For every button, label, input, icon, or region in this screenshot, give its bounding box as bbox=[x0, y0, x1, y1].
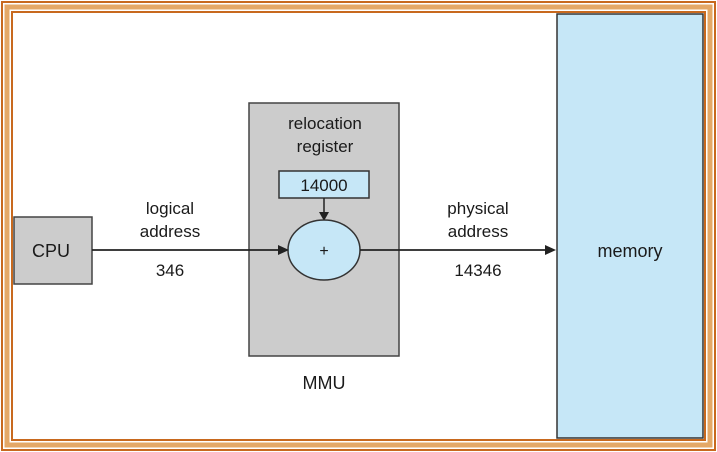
logical-address-arrowhead bbox=[278, 245, 289, 255]
physical-address-label-line2: address bbox=[448, 222, 508, 241]
register-to-adder-arrowhead bbox=[319, 212, 329, 221]
logical-address-label-line2: address bbox=[140, 222, 200, 241]
memory-label: memory bbox=[597, 241, 662, 261]
relocation-register-title-line1: relocation bbox=[288, 114, 362, 133]
cpu-label: CPU bbox=[32, 241, 70, 261]
physical-address-label-line1: physical bbox=[447, 199, 508, 218]
relocation-register-title-line2: register bbox=[297, 137, 354, 156]
cpu-block bbox=[13, 216, 93, 285]
logical-address-value: 346 bbox=[156, 261, 184, 280]
adder-plus-icon: + bbox=[319, 243, 328, 260]
mmu-label: MMU bbox=[303, 373, 346, 393]
memory-block bbox=[556, 13, 704, 439]
physical-address-value: 14346 bbox=[454, 261, 501, 280]
relocation-register-value: 14000 bbox=[300, 176, 347, 195]
relocation-register-box bbox=[278, 170, 370, 199]
physical-address-arrowhead bbox=[545, 245, 556, 255]
inner-frame bbox=[11, 11, 706, 441]
outer-frame-inner-band bbox=[4, 4, 713, 448]
logical-address-label-line1: logical bbox=[146, 199, 194, 218]
